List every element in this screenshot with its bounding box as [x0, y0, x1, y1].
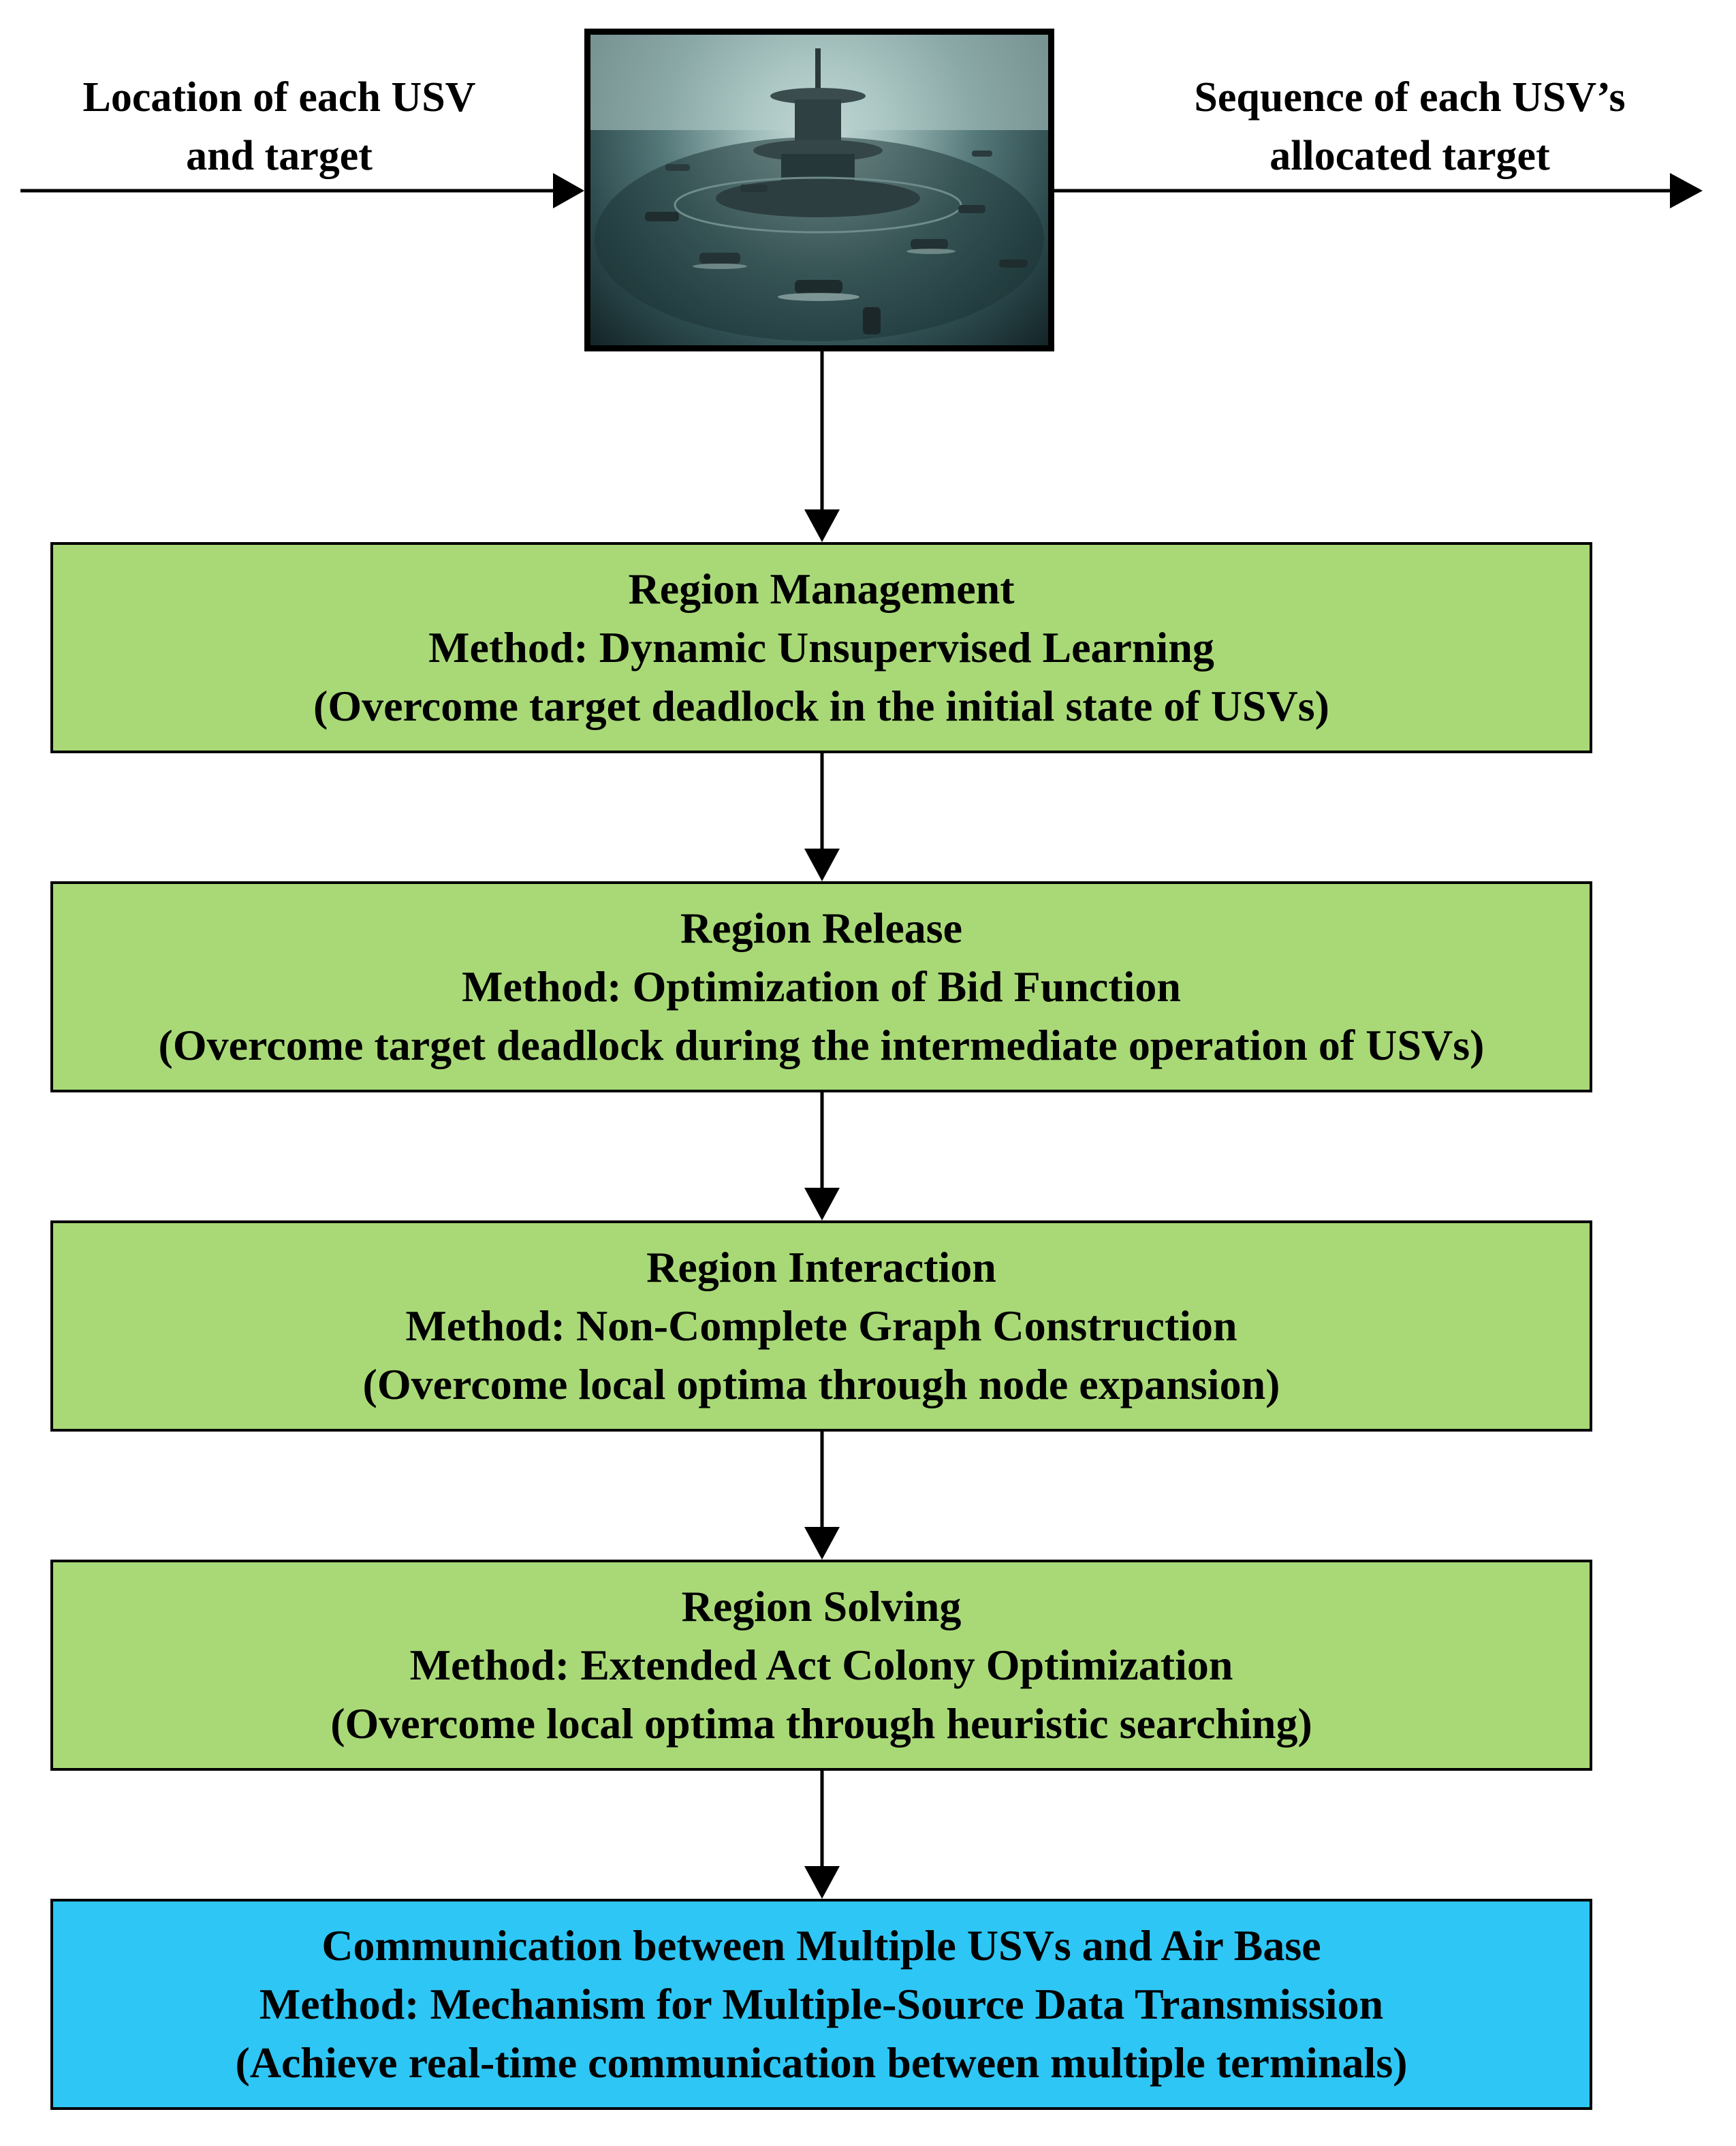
output-label: Sequence of each USV’s allocated target	[1103, 68, 1716, 185]
input-label: Location of each USV and target	[20, 68, 538, 185]
step-title: Region Solving	[681, 1582, 962, 1630]
step-note: (Overcome target deadlock during the int…	[158, 1021, 1485, 1069]
step-region-interaction: Region Interaction Method: Non-Complete …	[50, 1220, 1592, 1432]
step-note: (Overcome local optima through heuristic…	[330, 1699, 1312, 1748]
step-note: (Overcome target deadlock in the initial…	[313, 682, 1329, 730]
step-note: (Overcome local optima through node expa…	[362, 1360, 1280, 1408]
step-method: Method: Extended Act Colony Optimization	[409, 1641, 1233, 1689]
step1-to-step2-head	[804, 849, 840, 881]
step-region-management: Region Management Method: Dynamic Unsupe…	[50, 542, 1592, 753]
output-label-line1: Sequence of each USV’s	[1194, 74, 1626, 121]
step4-to-step5-head	[804, 1866, 840, 1899]
step-note: (Achieve real-time communication between…	[235, 2038, 1408, 2087]
step2-to-step3-head	[804, 1188, 840, 1220]
step3-to-step4-head	[804, 1527, 840, 1560]
step-communication: Communication between Multiple USVs and …	[50, 1899, 1592, 2110]
step-region-release: Region Release Method: Optimization of B…	[50, 881, 1592, 1092]
step-method: Method: Mechanism for Multiple-Source Da…	[259, 1980, 1384, 2028]
step-method: Method: Optimization of Bid Function	[461, 962, 1182, 1011]
output-arrow-head	[1670, 173, 1703, 208]
image-to-step1-head	[804, 509, 840, 542]
step-method: Method: Dynamic Unsupervised Learning	[428, 623, 1214, 672]
step-title: Region Management	[628, 565, 1015, 613]
input-label-line2: and target	[186, 133, 373, 179]
input-label-line1: Location of each USV	[82, 74, 476, 121]
input-arrow-head	[553, 173, 584, 208]
usv-fleet-ocean-illustration-icon	[584, 29, 1054, 351]
output-label-line2: allocated target	[1269, 133, 1550, 179]
step-title: Region Release	[680, 904, 963, 952]
step-method: Method: Non-Complete Graph Construction	[405, 1301, 1237, 1350]
step-title: Region Interaction	[646, 1243, 996, 1291]
step-region-solving: Region Solving Method: Extended Act Colo…	[50, 1560, 1592, 1771]
step-title: Communication between Multiple USVs and …	[321, 1921, 1321, 1970]
